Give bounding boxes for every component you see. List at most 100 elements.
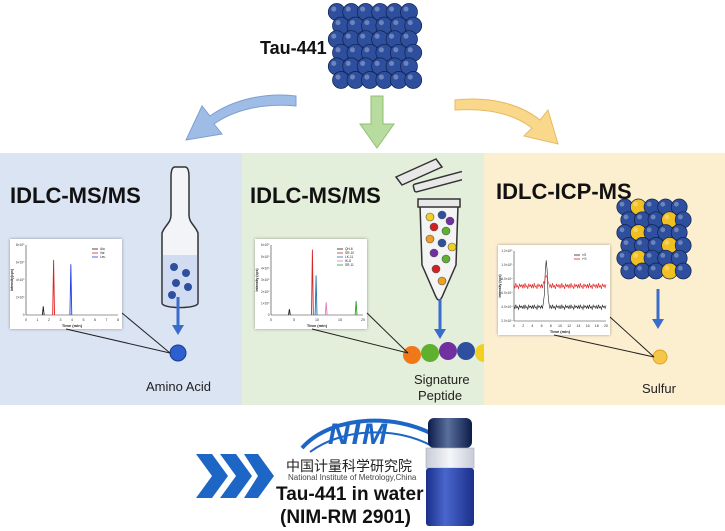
x-tick-label: 0 (25, 318, 27, 322)
ball (425, 212, 435, 222)
y-tick-label: 4.0×10⁴ (501, 305, 513, 309)
x-tick-label: 0 (270, 318, 272, 322)
x-tick-label: 3 (60, 318, 62, 322)
legend-label: Leu (100, 255, 106, 259)
panel-title: IDLC-MS/MS (10, 183, 141, 208)
series-peak (324, 302, 328, 316)
legend-label: Val (100, 251, 105, 255)
x-tick-label: 8 (117, 318, 119, 322)
sulfur-label: Sulfur (642, 381, 676, 396)
callout-lines (65, 312, 171, 354)
x-tick-label: 5 (83, 318, 85, 322)
ball (429, 248, 439, 258)
series-peak (52, 259, 55, 316)
x-tick-label: 15 (338, 318, 342, 322)
compound-label: Tau-441 (260, 38, 327, 58)
series-peak (69, 264, 73, 316)
down-arrow-icon (652, 289, 664, 329)
x-tick-label: 10 (558, 324, 562, 328)
down-arrow-icon (172, 297, 184, 335)
vial-icon (425, 418, 475, 526)
legend-label: LK-11 (345, 255, 353, 259)
ball (445, 216, 455, 226)
x-tick-label: 7 (106, 318, 108, 322)
x-tick-label: 2 (48, 318, 50, 322)
legend-label: Ala (100, 247, 105, 251)
series-peak (288, 309, 291, 316)
bead (421, 344, 439, 362)
amino-acid-label: Amino Acid (146, 379, 212, 394)
y-tick-label: 4×10⁵ (261, 267, 270, 271)
nim-logo-icon (300, 418, 444, 453)
bead (403, 346, 421, 364)
blue-sphere (404, 71, 423, 89)
sphere (170, 263, 178, 271)
chevron-arrows-icon (196, 454, 274, 498)
ball (441, 254, 451, 264)
product-code: (NIM-RM 2901) (280, 507, 411, 528)
ball (441, 226, 451, 236)
y-tick-label: 6×10⁵ (261, 243, 270, 247)
y-axis-label: Intensity (cps) (498, 275, 502, 298)
x-axis-label: Time (min) (550, 329, 571, 334)
y-tick-label: 3×10⁵ (261, 278, 270, 282)
x-tick-label: 6 (94, 318, 96, 322)
y-tick-label: 6.0×10⁴ (501, 291, 513, 295)
tau-441-cluster-icon (320, 0, 430, 92)
ball (431, 264, 441, 274)
x-tick-label: 10 (315, 318, 319, 322)
y-tick-label: 0 (23, 313, 25, 317)
x-tick-label: 18 (595, 324, 599, 328)
x-tick-label: 4 (531, 324, 533, 328)
sphere (184, 283, 192, 291)
legend-label: QH-6 (345, 247, 353, 251)
x-tick-label: 16 (586, 324, 590, 328)
product-name: Tau-441 in water (276, 484, 424, 505)
x-axis-label: Time (min) (307, 323, 328, 328)
x-tick-label: 2 (522, 324, 524, 328)
bead (439, 342, 457, 360)
y-tick-label: 2×10⁵ (16, 296, 25, 300)
y-tick-label: 5×10⁵ (261, 255, 270, 259)
y-tick-label: 2×10⁵ (261, 290, 270, 294)
y-tick-label: 4×10⁵ (16, 278, 25, 282)
x-tick-label: 4 (71, 318, 73, 322)
ball (437, 210, 447, 220)
callout-lines (553, 316, 655, 358)
x-tick-label: 12 (567, 324, 571, 328)
y-tick-label: 6×10⁵ (16, 261, 25, 265)
tau-cluster-gold-icon (608, 193, 700, 285)
series-line (513, 260, 607, 311)
x-tick-label: 0 (513, 324, 515, 328)
peptide-label: Peptide (418, 388, 463, 403)
x-tick-label: 14 (576, 324, 580, 328)
legend-label: SR-11 (345, 263, 354, 267)
y-tick-label: 1×10⁵ (261, 302, 270, 306)
y-tick-label: 8.0×10⁴ (501, 277, 513, 281)
legend-label: ³²S (582, 253, 586, 257)
institute-english-name: National Institute of Metrology,China (288, 473, 417, 482)
ampoule-spheres (168, 263, 192, 299)
panel-title: IDLC-MS/MS (250, 183, 381, 208)
x-axis-label: Time (min) (62, 323, 83, 328)
bead (457, 342, 475, 360)
legend-label: IK-8 (345, 259, 351, 263)
institute-chinese-name: 中国计量科学研究院 (286, 459, 412, 475)
nim-logo-text: NIM (328, 418, 389, 451)
right-curved-arrow-icon (454, 98, 559, 145)
tube-balls (425, 210, 457, 286)
y-tick-label: 0 (268, 313, 270, 317)
series-line (513, 274, 607, 289)
x-tick-label: 1 (37, 318, 39, 322)
y-axis-label: Intensity(cps) (10, 269, 14, 291)
legend-label: ³⁴S (582, 257, 587, 261)
ball (437, 276, 447, 286)
sphere (182, 269, 190, 277)
ball (425, 234, 435, 244)
callout-lines (311, 312, 409, 354)
sphere (168, 291, 176, 299)
